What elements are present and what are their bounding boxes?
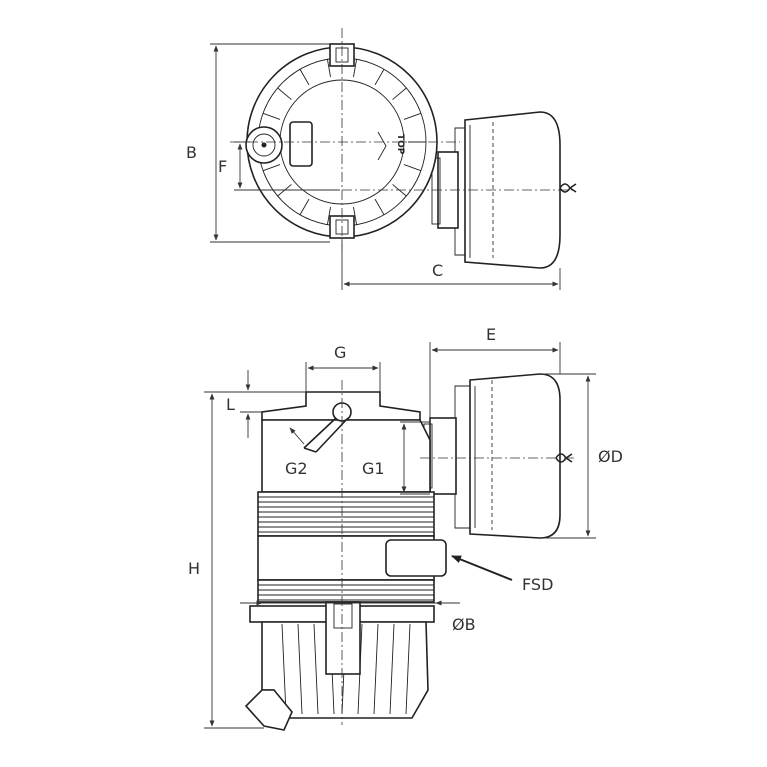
dim-label-ob: ØB [452,615,476,634]
dim-label-g1: G1 [362,459,385,478]
fsd-indicator [385,539,447,577]
plan-housing: TOP [245,43,438,239]
dim-label-od: ØD [598,447,623,466]
dim-label-e: E [486,325,496,344]
dim-label-g: G [334,343,346,362]
elevation-view: G E L G2 G1 ØD H FSD ØB [188,325,623,731]
dim-label-c: C [432,261,443,280]
label-fsd: FSD [522,575,553,594]
dim-label-b: B [186,143,197,162]
top-marking: TOP [395,134,405,155]
dim-label-g2: G2 [285,459,308,478]
dim-label-l: L [226,395,235,414]
dim-label-h: H [188,559,200,578]
bowl-clamp [325,601,361,675]
plan-view: TOP B F C [186,28,577,290]
dim-label-f: F [218,157,227,176]
elevation-precleaner [423,373,573,539]
ribbed-section [257,491,435,537]
evacuator-nozzle [244,689,293,731]
upper-housing [261,419,431,493]
